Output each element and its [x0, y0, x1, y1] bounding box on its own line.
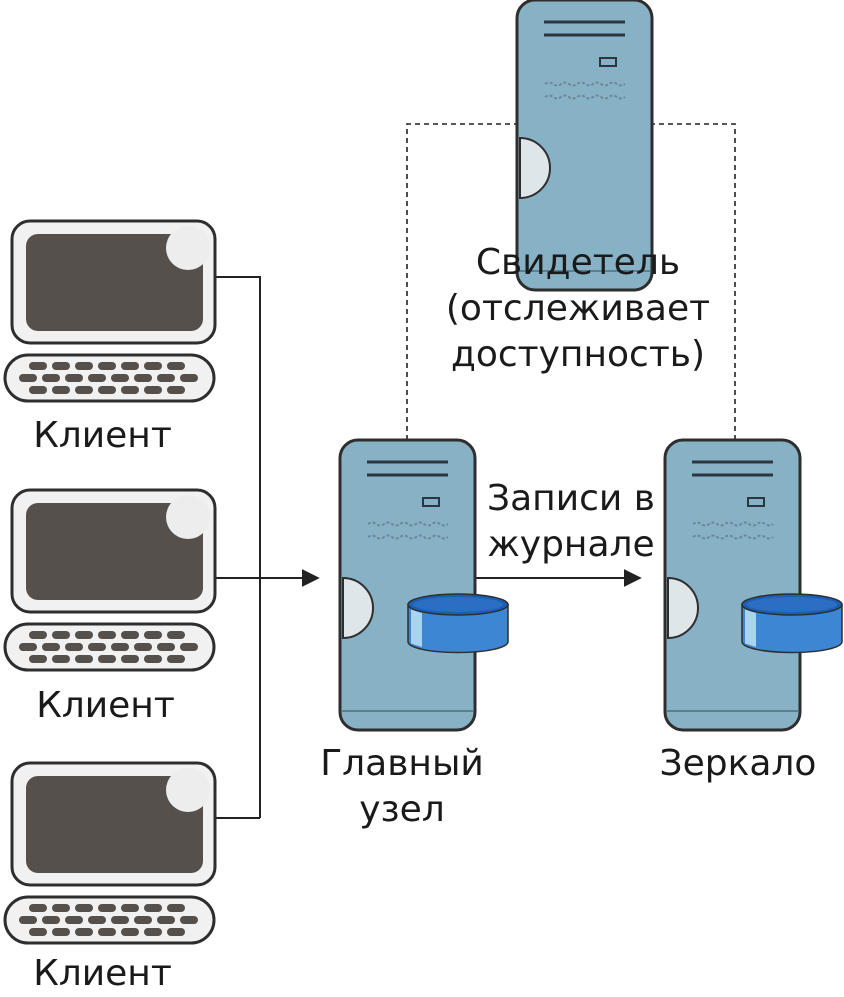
witness-label-line-1: Свидетель: [475, 242, 681, 283]
client-1-desktop-computer-icon: [3, 219, 217, 403]
log-records-label: Записи в журнале: [478, 476, 664, 568]
client-1-connector: [212, 276, 261, 578]
mirror-database-cylinder-icon: [741, 593, 843, 654]
witness-monitoring-lines: [406, 123, 736, 440]
principal-server-tower-icon: [338, 438, 477, 732]
principal-label-line-1: Главный: [320, 743, 484, 784]
client-2-desktop-computer-icon: [3, 488, 217, 672]
log-records-label-line-1: Записи в: [487, 478, 655, 519]
principal-label: Главный узел: [304, 741, 500, 833]
log-records-label-line-2: журнале: [487, 524, 655, 565]
mirror-server-tower-icon: [663, 438, 802, 732]
witness-label: Свидетель (отслеживает доступность): [430, 240, 726, 378]
client-2-label: Клиент: [36, 685, 175, 726]
principal-label-line-2: узел: [359, 789, 445, 830]
client-connectors: [212, 276, 320, 819]
client-3-desktop-computer-icon: [3, 761, 217, 945]
principal-database-cylinder-icon: [407, 593, 509, 654]
witness-label-line-3: доступность): [450, 334, 706, 375]
client-1-label: Клиент: [33, 415, 172, 456]
witness-label-line-2: (отслеживает: [445, 288, 711, 329]
mirror-label: Зеркало: [659, 743, 817, 784]
client-3-label: Клиент: [33, 953, 172, 994]
